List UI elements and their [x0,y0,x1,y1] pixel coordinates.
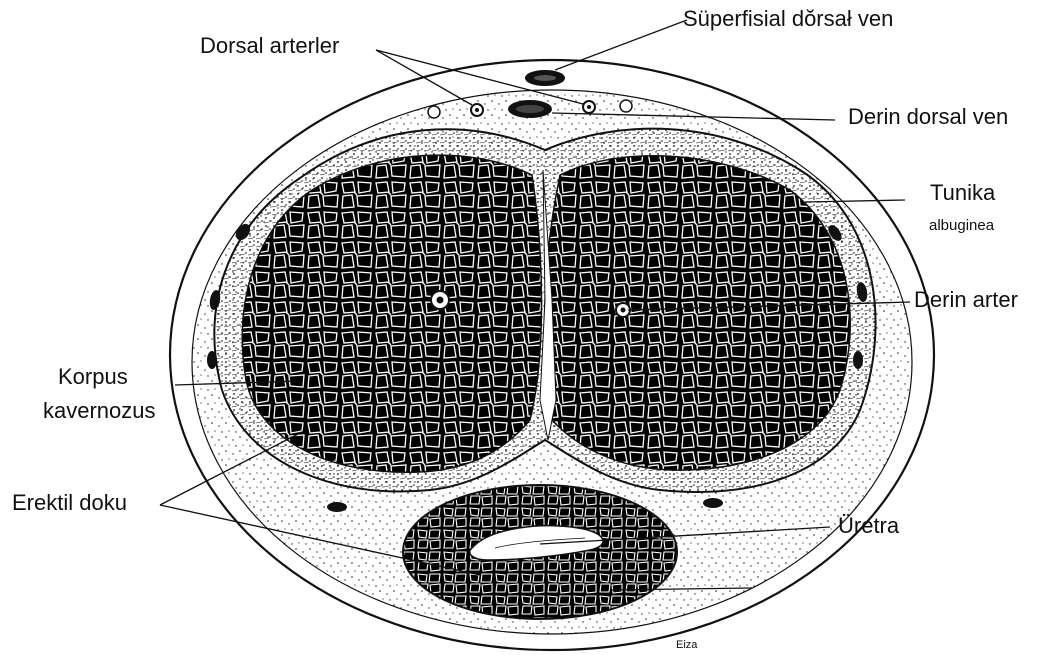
label-corpus: Korpus [58,366,128,388]
dorsal-nerve-right [620,100,632,112]
label-cavernosus: kavernozus [43,400,156,422]
label-deep-dorsal-vein: Derin dorsal ven [848,106,1008,128]
dorsal-nerve-left [428,106,440,118]
label-tunica: Tunika [930,182,995,204]
label-dorsal-arteries: Dorsal arterler [200,35,339,57]
right-corpus-cavernosum [544,156,850,470]
label-erectile-tissue: Erektil doku [12,492,127,514]
label-deep-artery: Derin arter [914,289,1018,311]
label-urethra: Üretra [838,515,899,537]
artist-signature: Eiza [676,640,697,651]
label-albuginea: albuginea [929,218,994,233]
label-superficial-dorsal-vein: Süperfisial dŏrsał ven [683,8,893,30]
